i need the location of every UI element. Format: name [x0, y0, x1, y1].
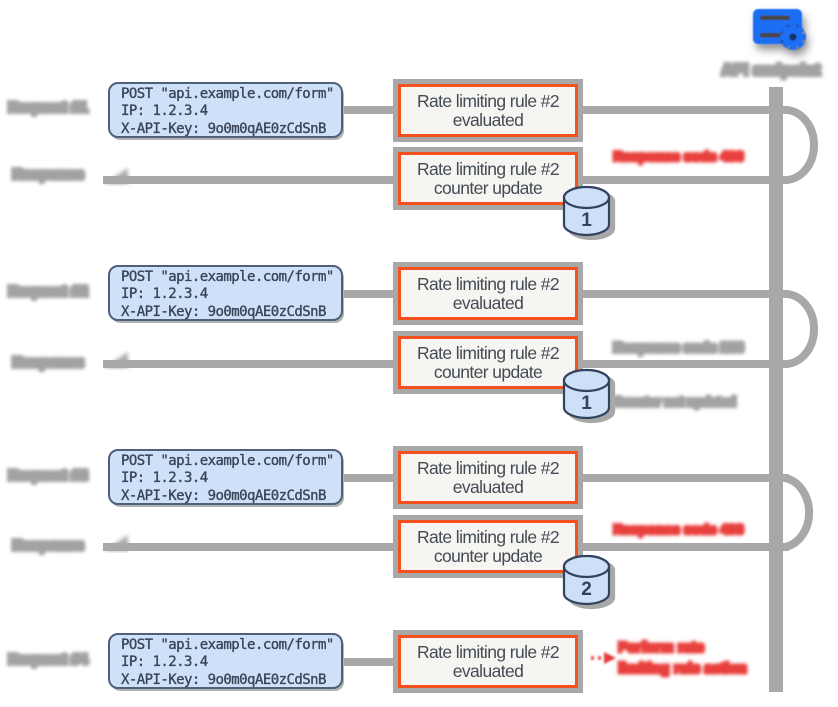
rule-evaluated-box-1: Rate limiting rule #2 evaluated [398, 84, 578, 137]
response-arrowhead-2 [104, 352, 128, 368]
request-ip: IP: 1.2.3.4 [121, 286, 209, 303]
rule-action-line2: limiting rule action [618, 661, 747, 677]
rule-action-annotation: Perform rate limiting rule action [618, 638, 747, 680]
rule-evaluated-box-2: Rate limiting rule #2 evaluated [398, 267, 578, 320]
rule-evaluated-line2: evaluated [452, 109, 524, 130]
origin-label: API endpoint [721, 62, 821, 79]
response-1-label: Response [12, 166, 84, 183]
gear-icon [779, 23, 807, 51]
request-api-key: X-API-Key: 9o0m0qAE0zCdSnB [121, 303, 327, 320]
rule-evaluated-box-3: Rate limiting rule #2 evaluated [398, 451, 578, 504]
response-arrowhead-1 [104, 168, 128, 184]
origin-server-icon [753, 9, 807, 51]
response-2-label: Response [12, 354, 84, 371]
rule-evaluated-line2: evaluated [452, 660, 524, 681]
counter-update-line2: counter update [433, 177, 543, 198]
counter-update-line1: Rate limiting rule #2 [416, 526, 560, 547]
rule-evaluated-line1: Rate limiting rule #2 [416, 90, 560, 111]
rule-evaluated-line2: evaluated [452, 292, 524, 313]
counter-update-box-3: Rate limiting rule #2 counter update [398, 520, 578, 573]
response-code-annotation-2: Response code 200 [613, 339, 744, 355]
counter-update-box-2: Rate limiting rule #2 counter update [398, 336, 578, 389]
request-card-1: POST "api.example.com/form" IP: 1.2.3.4 … [108, 82, 343, 138]
request-method-url: POST "api.example.com/form" [121, 269, 335, 285]
request-ip: IP: 1.2.3.4 [121, 470, 209, 487]
counter-note-annotation: Counter not updated [613, 395, 736, 409]
origin-turnaround-arc-1 [784, 106, 818, 184]
request-method-url: POST "api.example.com/form" [121, 637, 335, 653]
response-code-annotation-3: Response code 400 [613, 521, 744, 537]
request-3-label: Request #3 [7, 467, 89, 484]
request-card-3: POST "api.example.com/form" IP: 1.2.3.4 … [108, 449, 343, 505]
rule-evaluated-line1: Rate limiting rule #2 [416, 641, 560, 662]
request-4-label: Request #4 [7, 651, 89, 668]
request-1-label: Request #1 [7, 99, 89, 116]
response-arrowhead-3 [104, 535, 128, 551]
request-ip: IP: 1.2.3.4 [121, 103, 209, 120]
server-slot-top [760, 15, 790, 20]
request-method-url: POST "api.example.com/form" [121, 86, 335, 102]
counter-update-line1: Rate limiting rule #2 [416, 342, 560, 363]
origin-turnaround-arc-2 [784, 290, 818, 368]
response-3-label: Response [12, 537, 84, 554]
request-method-url: POST "api.example.com/form" [121, 453, 335, 469]
rule-evaluated-line1: Rate limiting rule #2 [416, 457, 560, 478]
request-api-key: X-API-Key: 9o0m0qAE0zCdSnB [121, 120, 327, 137]
origin-turnaround-arc-3 [783, 474, 814, 551]
counter-update-line2: counter update [433, 361, 543, 382]
request-2-label: Request #2 [7, 283, 89, 300]
rule-evaluated-line1: Rate limiting rule #2 [416, 273, 560, 294]
request-api-key: X-API-Key: 9o0m0qAE0zCdSnB [121, 671, 327, 688]
request-card-2: POST "api.example.com/form" IP: 1.2.3.4 … [108, 265, 343, 321]
request-card-4: POST "api.example.com/form" IP: 1.2.3.4 … [108, 633, 343, 689]
rule-action-line1: Perform rate [618, 640, 705, 656]
counter-update-box-1: Rate limiting rule #2 counter update [398, 152, 578, 205]
origin-lifeline [769, 87, 783, 692]
counter-update-line1: Rate limiting rule #2 [416, 158, 560, 179]
request-ip: IP: 1.2.3.4 [121, 654, 209, 671]
rule-evaluated-box-4: Rate limiting rule #2 evaluated [398, 635, 578, 688]
counter-update-line2: counter update [433, 545, 543, 566]
response-code-annotation-1: Response code 400 [613, 148, 744, 164]
request-api-key: X-API-Key: 9o0m0qAE0zCdSnB [121, 487, 327, 504]
rule-evaluated-line2: evaluated [452, 476, 524, 497]
